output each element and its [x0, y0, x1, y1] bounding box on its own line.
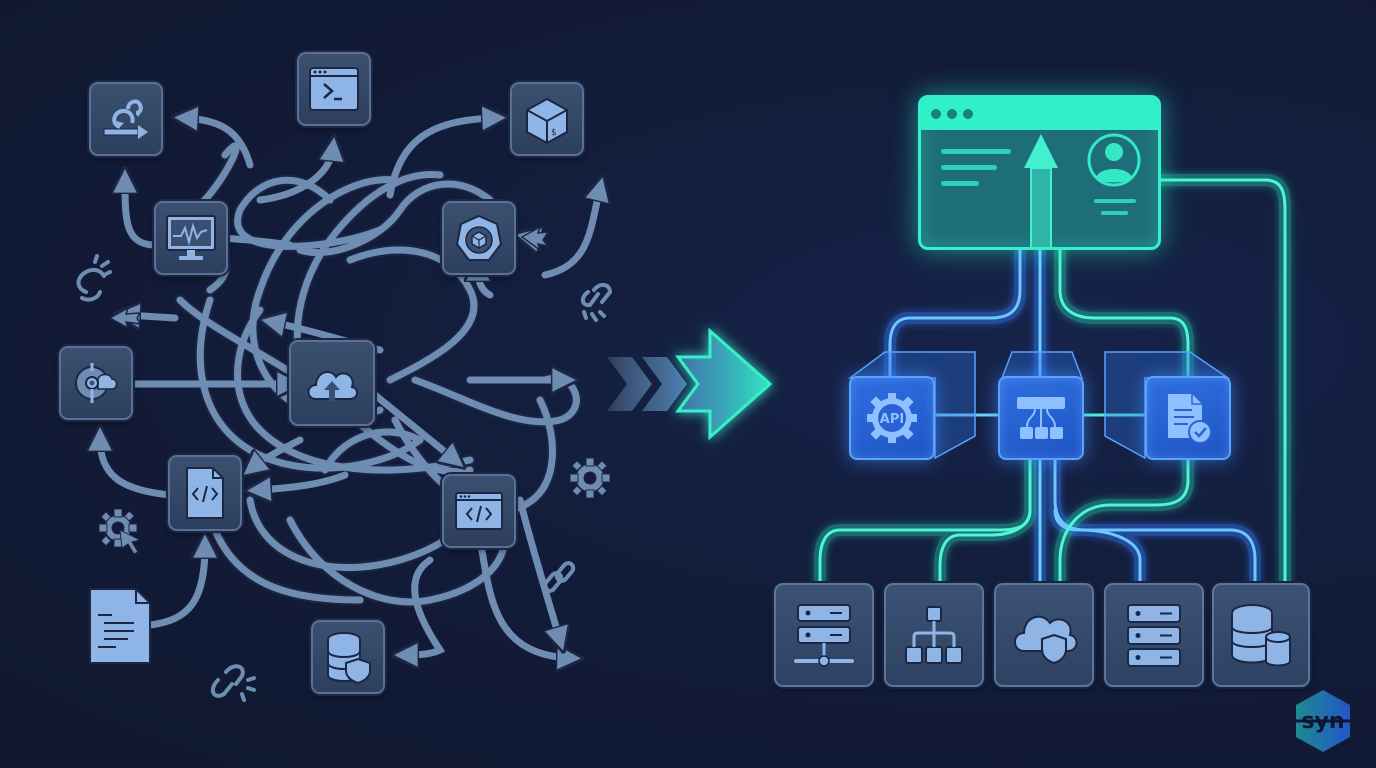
window-dot	[947, 109, 957, 119]
window-dot	[963, 109, 973, 119]
hierarchy-flow-icon	[1017, 397, 1065, 439]
document-check-icon	[1168, 394, 1212, 444]
chevron-2	[642, 357, 687, 411]
big-arrow-icon	[675, 327, 773, 441]
agile-cycle-icon	[103, 99, 148, 139]
svg-text:$_: $_	[551, 128, 562, 138]
backend-secure-cloud	[994, 583, 1094, 687]
middleware-api-cube: API	[849, 376, 935, 460]
network-server-icon	[794, 604, 854, 667]
kubernetes-helm-icon	[455, 214, 503, 261]
code-window-icon	[455, 492, 503, 530]
gear-icon	[569, 457, 611, 499]
broken-chain-icon	[76, 254, 112, 302]
application-window	[918, 95, 1161, 250]
chevron-1	[607, 357, 652, 411]
brand-logo-text: syn	[1301, 709, 1344, 734]
window-dot	[931, 109, 941, 119]
window-content	[941, 133, 1141, 247]
middleware-orchestrator-cube	[998, 376, 1084, 460]
document-icon	[89, 588, 151, 664]
server-rack-icon	[1127, 604, 1181, 667]
middleware-compliance-cube	[1145, 376, 1231, 460]
terminal-window-icon	[309, 67, 359, 111]
cloud-shield-icon	[1014, 615, 1078, 665]
code-file-icon	[186, 467, 224, 519]
container-tile: $_	[510, 82, 584, 156]
backend-databases	[1212, 583, 1310, 687]
code-file-tile	[168, 455, 242, 531]
broken-chain-icon	[210, 664, 256, 702]
database-cluster-icon	[1231, 604, 1291, 667]
backend-network-server	[774, 583, 874, 687]
kubernetes-tile	[442, 201, 516, 275]
gear-cursor-icon	[98, 508, 142, 555]
agile-cycle-tile	[89, 82, 163, 156]
window-titlebar	[921, 98, 1158, 130]
terminal-tile	[297, 52, 371, 126]
api-label: API	[880, 412, 904, 427]
api-gear-icon: API	[867, 393, 917, 443]
broken-chain-icon	[581, 283, 613, 322]
upload-arrow-icon	[1024, 134, 1058, 168]
container-box-icon: $_	[526, 97, 568, 145]
cloud-settings-tile	[59, 346, 133, 420]
cloud-settings-icon	[75, 363, 118, 403]
cloud-upload-icon	[307, 370, 358, 401]
backend-server-rack	[1104, 583, 1204, 687]
brand-logo: syn	[1292, 690, 1354, 752]
user-profile-icon	[1087, 133, 1141, 187]
secure-database-icon	[327, 632, 371, 685]
backend-org-structure	[884, 583, 984, 687]
secure-database-tile	[311, 620, 385, 694]
cloud-upload-tile	[289, 340, 375, 426]
monitoring-screen-icon	[166, 215, 216, 260]
code-window-tile	[442, 474, 516, 548]
monitoring-tile	[154, 201, 228, 275]
hierarchy-icon	[905, 606, 963, 664]
chain-link-icon	[542, 561, 576, 593]
